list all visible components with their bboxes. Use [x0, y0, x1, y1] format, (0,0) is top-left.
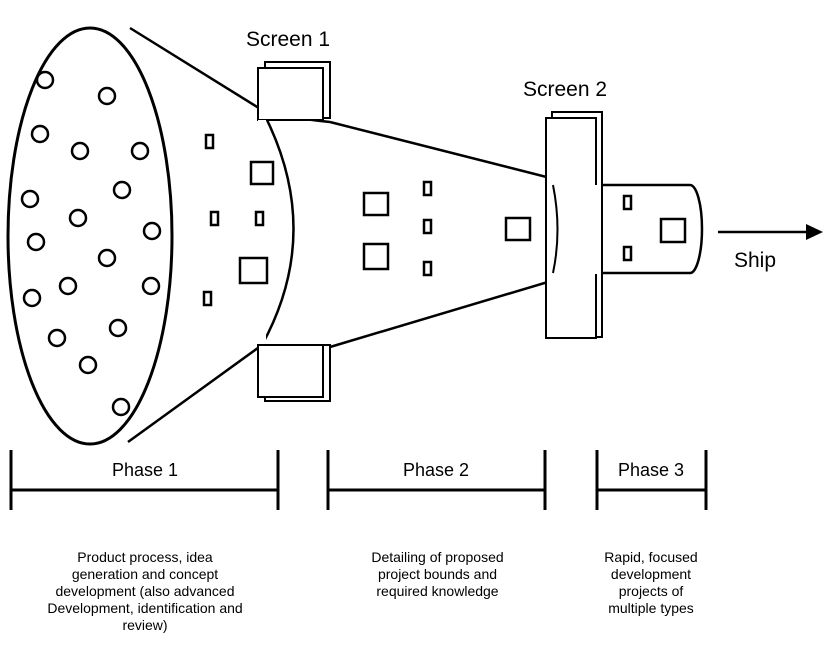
project-small — [624, 196, 631, 209]
project-square — [506, 218, 530, 240]
phase2-funnel — [330, 122, 582, 347]
phase1-label: Phase 1 — [112, 460, 178, 480]
project-square — [364, 193, 388, 215]
screen2-plate — [546, 112, 602, 338]
project-small — [624, 247, 631, 260]
project-small — [206, 135, 213, 148]
project-small — [424, 220, 431, 233]
phase1-funnel-waist — [262, 110, 294, 345]
phase2-bracket — [328, 450, 545, 510]
project-small — [424, 262, 431, 275]
project-small — [204, 292, 211, 305]
project-square — [661, 219, 685, 242]
project-shapes — [204, 135, 685, 305]
project-square — [364, 244, 388, 269]
phase2-label: Phase 2 — [403, 460, 469, 480]
phase1-bracket — [11, 450, 278, 510]
project-small — [424, 182, 431, 195]
ship-arrow — [718, 224, 823, 240]
screen2-label: Screen 2 — [523, 78, 607, 101]
phase3-description: Rapid, focused development projects of m… — [578, 549, 724, 617]
phase2-description: Detailing of proposed project bounds and… — [330, 549, 545, 600]
phase3-bracket — [597, 450, 706, 510]
phase1-description: Product process, idea generation and con… — [10, 549, 280, 634]
ship-label: Ship — [734, 249, 776, 272]
phase3-label: Phase 3 — [618, 460, 684, 480]
project-small — [211, 212, 218, 225]
screen1-label: Screen 1 — [246, 28, 330, 51]
